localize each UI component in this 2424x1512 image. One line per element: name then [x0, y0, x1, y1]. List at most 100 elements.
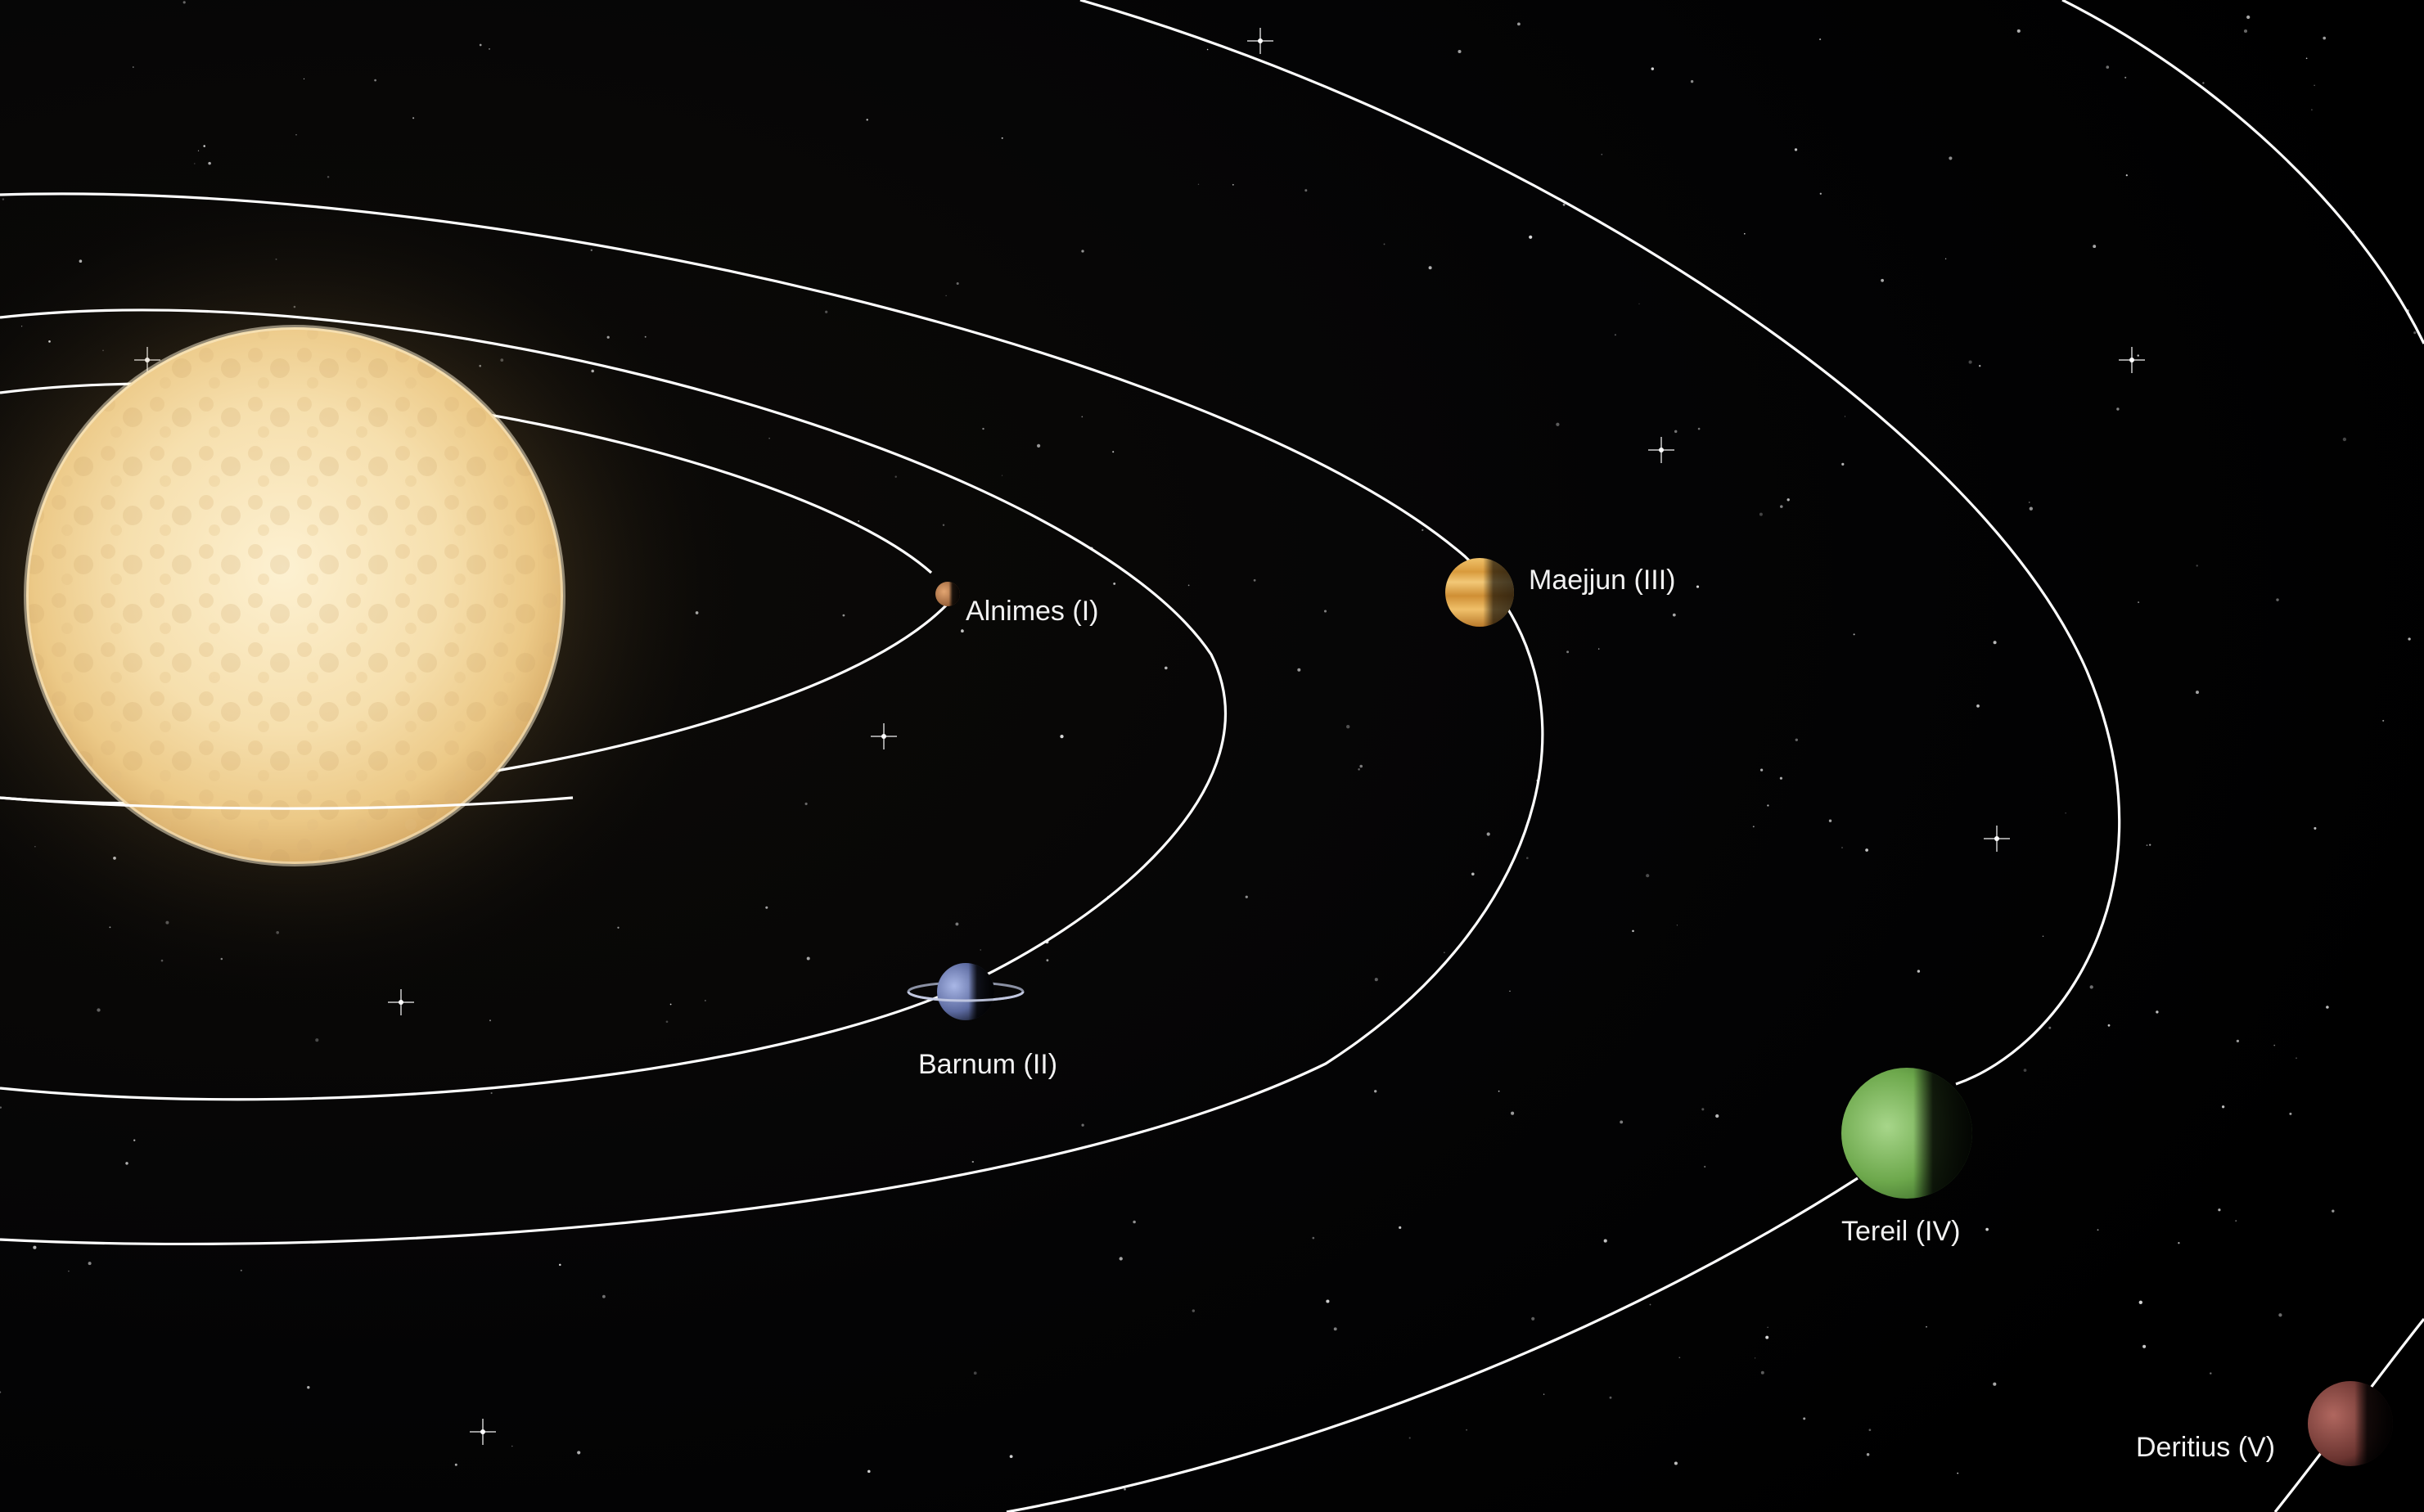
background-star — [955, 922, 959, 926]
background-star — [2332, 1209, 2335, 1213]
background-star — [1968, 360, 1972, 364]
background-star — [894, 475, 897, 478]
background-star — [2408, 637, 2411, 641]
background-star — [489, 1019, 491, 1022]
background-star — [1253, 578, 1256, 582]
background-star — [2048, 1026, 2052, 1029]
background-star — [866, 119, 868, 121]
background-star — [1428, 266, 1432, 270]
background-star — [1795, 738, 1798, 741]
background-star — [2124, 76, 2127, 79]
planet-alnimes[interactable]: Alnimes (I) — [935, 582, 1098, 627]
background-star — [412, 117, 415, 119]
orbit-line-maejjun — [0, 192, 1544, 1246]
background-star — [1765, 1335, 1769, 1339]
background-star — [1374, 1090, 1377, 1093]
background-star — [2156, 1010, 2159, 1014]
background-star — [980, 949, 981, 951]
background-star — [33, 1245, 37, 1249]
background-star — [1868, 1429, 1872, 1432]
background-star — [1471, 872, 1475, 876]
background-star — [1232, 183, 1234, 186]
background-star — [1704, 1165, 1706, 1168]
background-star — [1408, 1437, 1411, 1439]
planet-label-alnimes: Alnimes (I) — [966, 596, 1098, 627]
background-star — [2296, 1057, 2297, 1060]
background-star — [374, 79, 376, 82]
background-star — [2149, 844, 2151, 846]
background-star — [68, 1270, 70, 1272]
background-star — [1509, 990, 1511, 992]
background-star — [1819, 38, 1822, 41]
background-star — [1759, 512, 1763, 516]
background-star — [669, 1003, 672, 1006]
background-star — [961, 629, 964, 633]
background-star — [1245, 895, 1248, 898]
background-star — [1841, 462, 1845, 466]
background-star — [490, 1091, 493, 1095]
background-star — [1993, 1382, 1997, 1386]
background-star — [1529, 235, 1533, 239]
background-star — [1780, 505, 1783, 508]
background-star — [1346, 725, 1350, 729]
background-star — [2, 198, 5, 200]
background-star — [1333, 1327, 1337, 1331]
background-star — [1562, 203, 1566, 206]
planet-label-barnum: Barnum (II) — [918, 1049, 1057, 1080]
background-star — [2042, 935, 2044, 938]
background-star — [1744, 232, 1746, 235]
background-star — [1060, 734, 1064, 739]
background-star — [1697, 427, 1701, 430]
planet-deritius[interactable]: Deritius (V) — [2136, 1381, 2393, 1466]
background-star — [1601, 153, 1603, 155]
background-star — [511, 1445, 513, 1447]
planet-barnum[interactable]: Barnum (II) — [907, 963, 1057, 1080]
background-star — [2116, 407, 2120, 411]
background-star — [1133, 1220, 1136, 1224]
background-star — [1359, 764, 1363, 768]
background-star — [971, 1160, 974, 1163]
background-star — [768, 438, 770, 439]
background-star — [2137, 354, 2139, 357]
star — [24, 325, 565, 866]
background-star — [1046, 959, 1049, 962]
background-star — [1614, 334, 1616, 336]
background-star — [1206, 48, 1209, 51]
background-star — [1819, 192, 1822, 195]
background-star — [2138, 601, 2140, 604]
background-star — [1976, 704, 1980, 708]
background-star — [2326, 1006, 2329, 1009]
background-star — [1696, 585, 1700, 588]
background-star — [1865, 848, 1868, 852]
background-star — [1767, 804, 1769, 807]
background-star — [1312, 1236, 1315, 1240]
planet-tereil[interactable]: Tereil (IV) — [1841, 1068, 1972, 1247]
background-star — [806, 956, 810, 961]
background-star — [1828, 819, 1832, 822]
background-star — [1786, 498, 1790, 502]
background-star — [2196, 565, 2198, 567]
background-star — [1037, 443, 1041, 448]
background-star — [825, 310, 828, 313]
background-star — [1646, 874, 1650, 878]
planet-shadow — [935, 582, 960, 606]
background-star — [2243, 29, 2248, 34]
planet-label-maejjun: Maejjun (III) — [1529, 565, 1676, 596]
background-star — [1187, 584, 1190, 587]
background-star — [2276, 598, 2279, 601]
background-star — [1323, 610, 1327, 613]
background-star — [973, 1371, 977, 1375]
background-star — [125, 1162, 128, 1165]
background-star — [1113, 582, 1116, 585]
background-star — [842, 614, 845, 617]
background-star — [133, 66, 134, 68]
background-star — [1192, 1309, 1195, 1312]
background-star — [1566, 650, 1570, 654]
background-star — [2323, 36, 2327, 40]
background-star — [1881, 278, 1885, 282]
planet-maejjun[interactable]: Maejjun (III) — [1445, 558, 1676, 627]
background-star — [2106, 65, 2110, 69]
background-star — [942, 524, 945, 527]
background-star — [1374, 978, 1378, 982]
background-star — [765, 906, 768, 909]
